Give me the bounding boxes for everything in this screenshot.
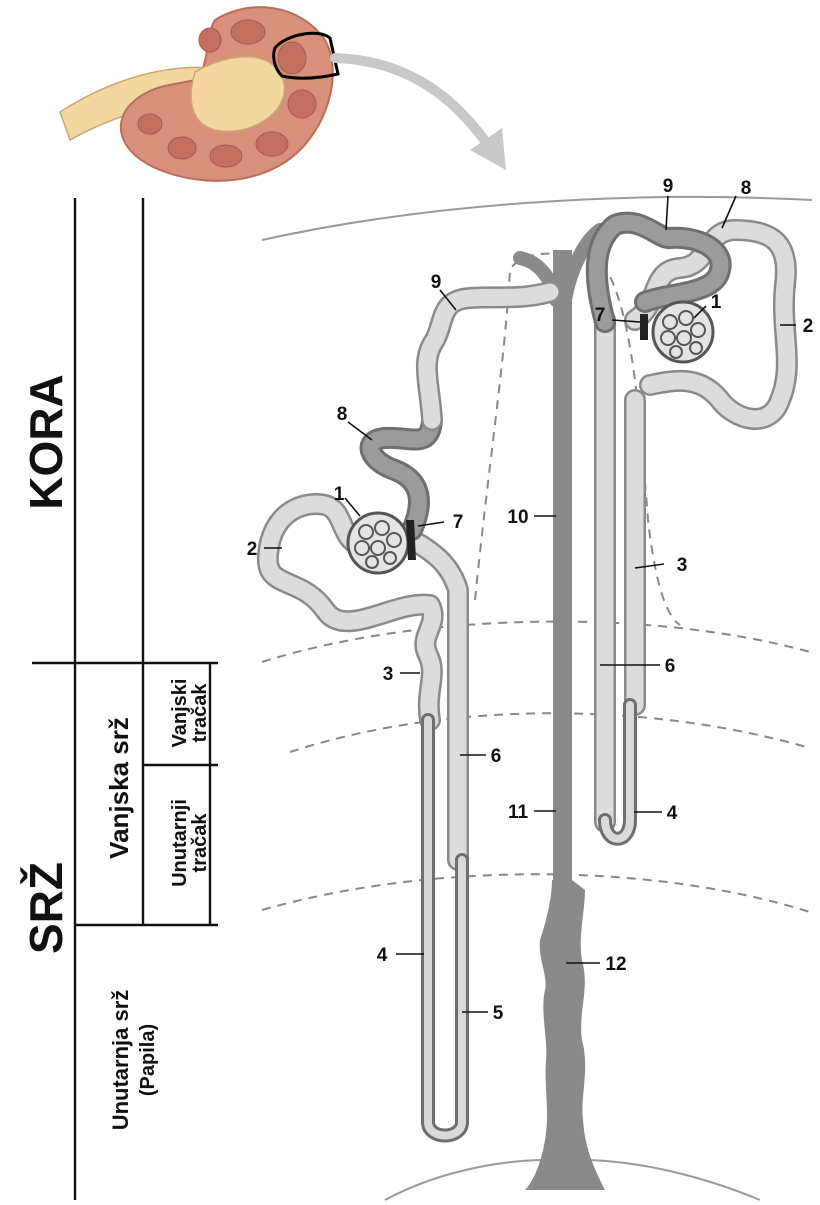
marker-7-right: 7 bbox=[595, 305, 606, 326]
cortex-label: KORA bbox=[20, 374, 72, 509]
marker-4-left: 4 bbox=[377, 945, 388, 966]
kidney-illustration bbox=[60, 7, 506, 181]
marker-10: 10 bbox=[507, 507, 528, 528]
marker-9-left: 9 bbox=[431, 272, 442, 293]
marker-7-left: 7 bbox=[453, 512, 464, 533]
marker-2-right: 2 bbox=[803, 316, 814, 337]
marker-1-left: 1 bbox=[334, 484, 345, 505]
outer-stripe-label-2: tračak bbox=[189, 683, 211, 743]
inner-medulla-label-1: Unutarnja srž bbox=[108, 990, 133, 1131]
outer-medulla-label: Vanjska srž bbox=[104, 717, 134, 859]
marker-6-left: 6 bbox=[491, 746, 502, 767]
marker-2-left: 2 bbox=[247, 539, 258, 560]
marker-11: 11 bbox=[508, 802, 529, 823]
inner-medulla-label-2: (Papila) bbox=[137, 1024, 159, 1096]
short-loop-nephron bbox=[597, 223, 787, 839]
medulla-label: SRŽ bbox=[20, 862, 72, 954]
zone-boundaries bbox=[262, 197, 812, 1200]
marker-3-right: 3 bbox=[677, 555, 688, 576]
outer-stripe-label-1: Vanjski bbox=[169, 679, 191, 748]
marker-8-right: 8 bbox=[741, 178, 752, 199]
marker-5: 5 bbox=[493, 1003, 504, 1024]
marker-9-right: 9 bbox=[663, 176, 674, 197]
inner-stripe-label-1: Unutarnji bbox=[169, 799, 191, 887]
marker-1-right: 1 bbox=[711, 292, 722, 313]
zone-label-columns: KORA SRŽ Vanjska srž Vanjski tračak Unut… bbox=[20, 198, 218, 1200]
marker-6-right: 6 bbox=[665, 656, 676, 677]
marker-8-left: 8 bbox=[337, 404, 348, 425]
inner-stripe-label-2: tračak bbox=[189, 813, 211, 873]
long-loop-nephron bbox=[268, 292, 550, 1136]
collecting-duct bbox=[520, 230, 605, 1190]
marker-12: 12 bbox=[605, 954, 626, 975]
marker-3-left: 3 bbox=[383, 664, 394, 685]
marker-4-right: 4 bbox=[667, 803, 678, 824]
